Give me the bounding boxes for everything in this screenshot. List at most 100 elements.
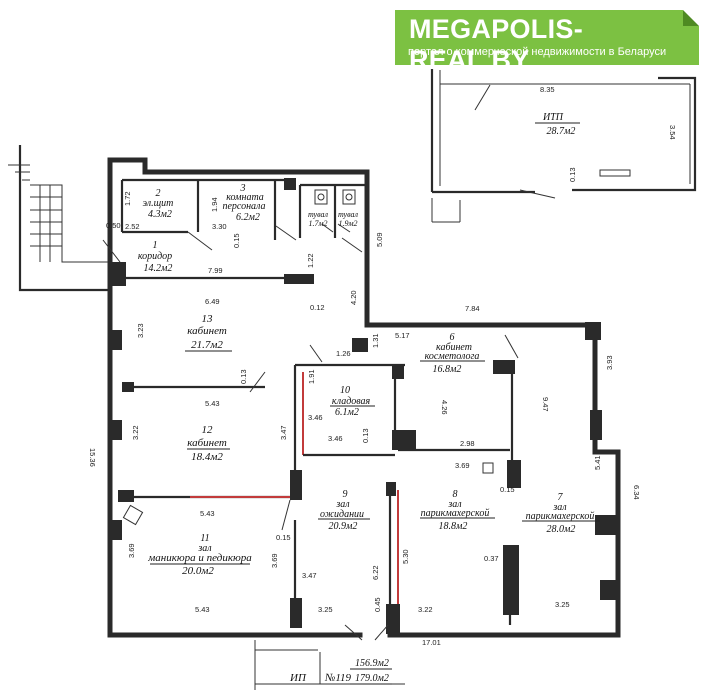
dim: 0.12 (310, 303, 325, 312)
dim: 7.99 (208, 266, 223, 275)
room-10-number: 10 (340, 385, 350, 396)
room-8-area: 18.8м2 (439, 521, 468, 532)
dim: 0.45 (373, 597, 382, 612)
dim: 7.84 (465, 304, 480, 313)
dim: 3.93 (605, 355, 614, 370)
dim: 4.26 (440, 400, 449, 415)
room-7-name2: парикмахерской (526, 511, 595, 522)
dim: 0.37 (484, 554, 499, 563)
room-11-area: 20.0м2 (182, 565, 214, 577)
dim: 6.49 (205, 297, 220, 306)
room-3-number: 3 (240, 183, 246, 194)
dim: 5.17 (395, 331, 410, 340)
dim: 0.13 (361, 428, 370, 443)
room-10-area: 6.1м2 (335, 407, 359, 418)
room-13-area: 21.7м2 (191, 339, 223, 351)
dim: 3.25 (318, 605, 333, 614)
dim: 3.46 (308, 413, 323, 422)
room-4-area: 1.7м2 (308, 219, 327, 228)
banner-title: MEGAPOLIS-REAL.BY (409, 14, 584, 75)
room-12-number: 12 (202, 424, 214, 436)
room-1-number: 1 (153, 240, 158, 251)
dim: 3.69 (270, 553, 279, 568)
room-7-number: 7 (558, 492, 564, 503)
dimensions: 8.35 3.54 0.13 1.72 0.50 2.52 1.94 3.30 … (88, 85, 677, 647)
dim: 8.35 (540, 85, 555, 94)
interior-walls (118, 178, 521, 634)
dim: 2.98 (460, 439, 475, 448)
summary-number: №119 (324, 672, 352, 684)
room-8-name2: парикмахерской (421, 508, 490, 519)
summary: ИП №119 156.9м2 179.0м2 (255, 652, 405, 685)
room-9-area: 20.9м2 (329, 521, 358, 532)
dim: 1.22 (306, 253, 315, 268)
room-8-name1: зал (447, 499, 462, 510)
room-13-number: 13 (202, 313, 214, 325)
room-11-number: 11 (200, 533, 209, 544)
dim: 17.01 (422, 638, 441, 647)
dim: 3.30 (212, 222, 227, 231)
dim: 3.47 (279, 425, 288, 440)
room-12-name: кабинет (187, 437, 227, 449)
room-10-name: кладовая (332, 396, 371, 407)
dim: 3.54 (668, 125, 677, 140)
dim: 3.22 (131, 425, 140, 440)
room-6-number: 6 (450, 332, 455, 343)
itp-block (430, 60, 697, 223)
dim: 15.36 (88, 448, 97, 467)
room-3-name1: комната (226, 192, 264, 203)
dim: 6.22 (371, 565, 380, 580)
dim: 5.41 (593, 455, 602, 470)
dim: 9.47 (541, 397, 550, 412)
dim: 3.47 (302, 571, 317, 580)
itp-area: 28.7м2 (547, 126, 576, 137)
dim: 1.94 (210, 197, 219, 212)
dim: 1.72 (123, 191, 132, 206)
room-labels: 2 эл.щит 4.3м2 3 комната персонала 6.2м2… (138, 112, 600, 577)
dim: 5.09 (375, 232, 384, 247)
doors (102, 189, 519, 690)
dim: 3.25 (555, 600, 570, 609)
dim: 4.20 (349, 290, 358, 305)
dim: 3.22 (418, 605, 433, 614)
dim: 3.46 (328, 434, 343, 443)
room-6-name2: косметолога (425, 351, 480, 362)
site-banner[interactable]: MEGAPOLIS-REAL.BY портал о коммерческой … (395, 10, 699, 75)
room-6-area: 16.8м2 (433, 364, 462, 375)
room-6-name1: кабинет (436, 342, 472, 353)
dim: 6.34 (632, 485, 641, 500)
dim: 0.15 (276, 533, 291, 542)
room-12-area: 18.4м2 (191, 451, 223, 463)
room-5-name: тувал (338, 210, 359, 219)
dim: 1.31 (371, 333, 380, 348)
dim: 0.15 (232, 233, 241, 248)
dim: 1.26 (336, 349, 351, 358)
summary-label: ИП (289, 672, 307, 684)
dim: 0.15 (500, 485, 515, 494)
itp-name: ИТП (542, 112, 564, 123)
summary-area2: 179.0м2 (355, 673, 389, 684)
dim: 2.52 (125, 222, 140, 231)
room-8-number: 8 (453, 489, 458, 500)
dim: 3.23 (136, 323, 145, 338)
dim: 5.30 (401, 549, 410, 564)
room-1-name: коридор (138, 251, 172, 262)
room-2-name: эл.щит (143, 198, 174, 209)
room-3-area: 6.2м2 (236, 212, 260, 223)
room-7-area: 28.0м2 (547, 524, 576, 535)
room-9-number: 9 (343, 489, 348, 500)
summary-area1: 156.9м2 (355, 658, 389, 669)
room-2-area: 4.3м2 (148, 209, 172, 220)
dim: 5.43 (200, 509, 215, 518)
banner-subtitle: портал о коммерческой недвижимости в Бел… (408, 46, 667, 58)
room-1-area: 14.2м2 (144, 263, 173, 274)
dim: 5.43 (195, 605, 210, 614)
room-4-name: тувал (308, 210, 329, 219)
dim: 3.69 (127, 543, 136, 558)
room-5-area: 1.9м2 (338, 219, 357, 228)
dim: 3.69 (455, 461, 470, 470)
room-2-number: 2 (156, 188, 161, 199)
entrance-stairs (8, 145, 108, 292)
dim: 5.43 (205, 399, 220, 408)
